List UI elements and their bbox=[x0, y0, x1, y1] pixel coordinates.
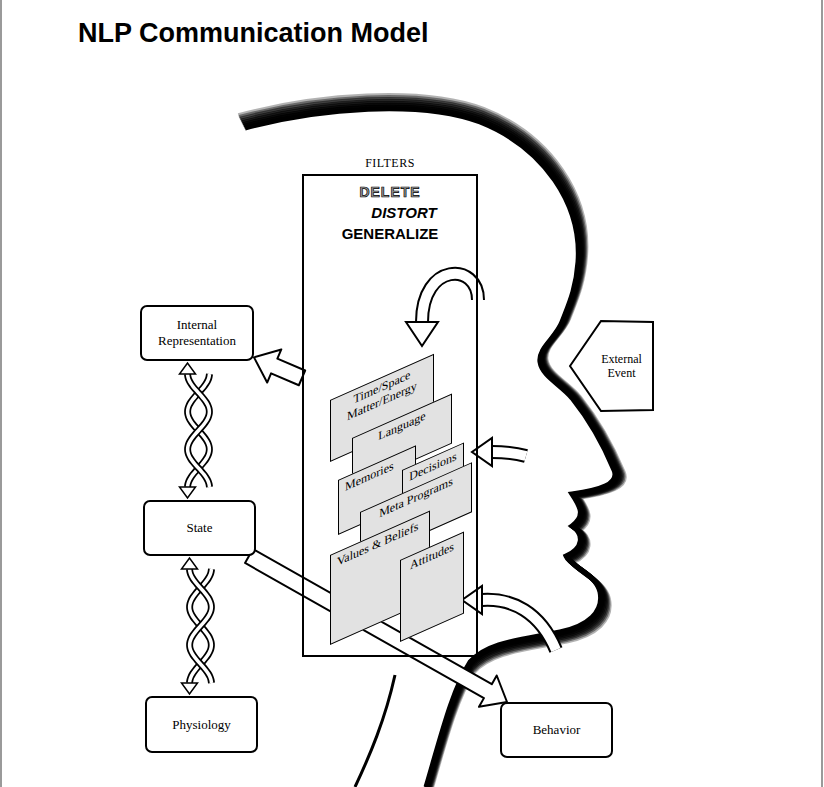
twist-strand-outline bbox=[190, 569, 212, 683]
hatch-line bbox=[244, 107, 616, 787]
node-label: Internal Representation bbox=[150, 317, 244, 348]
node-label: External Event bbox=[593, 352, 650, 381]
node-label: Behavior bbox=[533, 722, 581, 738]
input-arrow bbox=[472, 438, 526, 466]
neck-line bbox=[355, 675, 395, 787]
page-edge bbox=[821, 0, 823, 787]
process-box: Physiology bbox=[145, 696, 258, 753]
filter-heading: FILTERS bbox=[304, 156, 476, 171]
arrow-head bbox=[180, 363, 196, 374]
process-box: Behavior bbox=[500, 702, 613, 758]
twist-strand bbox=[188, 374, 210, 487]
twist-strand bbox=[190, 569, 212, 683]
connector bbox=[254, 349, 305, 385]
twist-strand bbox=[190, 569, 212, 683]
connector bbox=[180, 363, 210, 498]
filter-word: DELETE bbox=[304, 184, 476, 200]
hatch-line bbox=[241, 101, 620, 787]
twist-strand-outline bbox=[188, 374, 210, 487]
hollow-arrow bbox=[254, 349, 305, 385]
arrow-head bbox=[180, 487, 196, 498]
head-profile bbox=[245, 109, 615, 787]
process-box: State bbox=[143, 500, 256, 556]
twist-strand-outline bbox=[188, 374, 210, 487]
arrow-head bbox=[472, 438, 492, 466]
arrow-fill bbox=[422, 274, 478, 322]
node-label: Physiology bbox=[172, 717, 231, 733]
node-label: State bbox=[187, 520, 213, 536]
arrow-fill bbox=[482, 600, 556, 650]
arrow-head bbox=[182, 683, 198, 694]
arrow-outline bbox=[482, 600, 556, 650]
page-edge bbox=[0, 0, 2, 787]
arrow-head bbox=[182, 558, 198, 569]
hatch-line bbox=[242, 103, 619, 787]
twist-strand bbox=[188, 374, 210, 487]
page-title: NLP Communication Model bbox=[78, 18, 429, 49]
event-arrow: External Event bbox=[569, 320, 654, 412]
hatch-line bbox=[243, 105, 618, 787]
process-box: Internal Representation bbox=[140, 305, 254, 361]
arrow-head bbox=[462, 586, 482, 614]
arrow-fill bbox=[492, 452, 526, 456]
hatch-line bbox=[239, 98, 622, 787]
event-arrow-outline bbox=[570, 321, 653, 411]
head-hatching bbox=[238, 96, 624, 787]
arrow-head bbox=[406, 322, 438, 346]
hatch-line bbox=[238, 96, 624, 787]
arrow-outline bbox=[492, 452, 526, 456]
connector bbox=[182, 558, 212, 694]
arrow-outline bbox=[422, 274, 478, 322]
filter-box: FILTERSDELETEDISTORTGENERALIZETime/Space… bbox=[302, 174, 478, 657]
hatch-line bbox=[240, 99, 621, 787]
input-arrow bbox=[406, 274, 478, 346]
filter-word: DISTORT bbox=[304, 204, 476, 221]
filter-word: GENERALIZE bbox=[304, 225, 476, 242]
twist-strand-outline bbox=[190, 569, 212, 683]
